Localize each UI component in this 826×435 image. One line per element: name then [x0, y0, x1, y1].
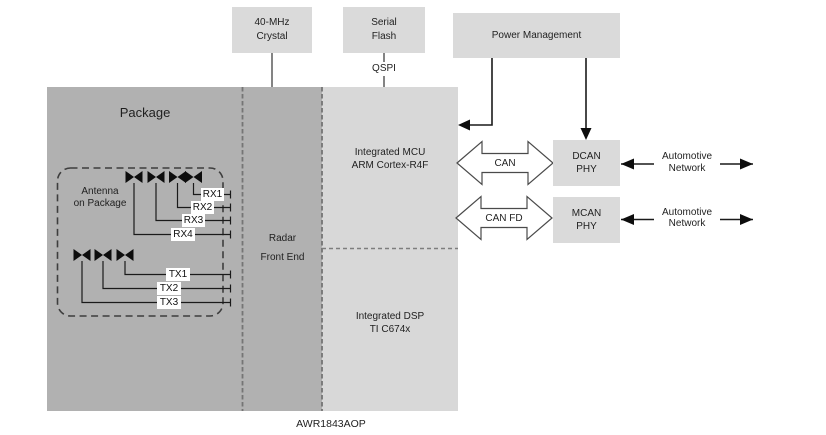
automotive-network-label-top: Automotive Network — [654, 151, 720, 174]
mcu-dsp-region — [322, 87, 458, 411]
automotive-network-label-bottom: Automotive Network — [654, 206, 720, 230]
power-management-label: Power Management — [491, 29, 582, 41]
mcan-phy-label-line1: MCAN — [571, 207, 602, 219]
dcan-phy-box: DCAN PHY — [553, 140, 620, 186]
package-label: Package — [119, 105, 171, 120]
crystal-label-line1: 40-MHz — [254, 17, 290, 28]
rx3-port-tag: RX3 — [182, 214, 205, 227]
rx1-port-tag: RX1 — [201, 188, 224, 201]
power-management-box: Power Management — [453, 13, 620, 58]
mcan-phy-label-line2: PHY — [576, 221, 597, 232]
tx1-port-tag: TX1 — [166, 268, 190, 281]
can-fd-bus-label: CAN FD — [485, 212, 523, 224]
tx2-port-tag: TX2 — [157, 282, 181, 295]
network-bottom-line1: Automotive — [661, 206, 713, 218]
mcu-label-line2: ARM Cortex-R4F — [351, 160, 429, 171]
network-top-line1: Automotive — [661, 151, 713, 162]
antenna-label-line1: Antenna — [81, 186, 119, 197]
mcu-label-line1: Integrated MCU — [354, 147, 426, 158]
mcan-phy-box: MCAN PHY — [553, 197, 620, 243]
radar-front-end-label: Radar Front End — [243, 229, 322, 267]
radar-front-end-line1: Radar — [268, 233, 297, 244]
serial-flash-box: Serial Flash — [343, 7, 425, 53]
integrated-mcu-label: Integrated MCU ARM Cortex-R4F — [322, 146, 458, 172]
dcan-phy-label-line2: PHY — [576, 164, 597, 175]
dcan-phy-label-line1: DCAN — [572, 150, 601, 162]
crystal-box: 40-MHz Crystal — [232, 7, 312, 53]
crystal-label-line2: Crystal — [256, 31, 288, 42]
antenna-on-package-label: Antenna on Package — [58, 186, 142, 210]
network-top-line2: Network — [668, 162, 706, 174]
dsp-label-line1: Integrated DSP — [355, 311, 425, 322]
tx3-port-tag: TX3 — [157, 296, 181, 309]
qspi-label: QSPI — [362, 62, 406, 76]
power-to-mcu-arrow — [458, 58, 493, 131]
serial-flash-label-line2: Flash — [371, 31, 397, 42]
integrated-dsp-label: Integrated DSP TI C674x — [322, 310, 458, 336]
power-to-dcan-arrow — [580, 58, 592, 140]
chip-caption: AWR1843AOP — [296, 418, 366, 430]
rx2-port-tag: RX2 — [191, 201, 214, 214]
can-bus-label: CAN — [494, 157, 516, 169]
radar-front-end-line2: Front End — [260, 252, 305, 263]
dsp-label-line2: TI C674x — [369, 324, 411, 335]
rx4-port-tag: RX4 — [171, 228, 195, 241]
serial-flash-label-line1: Serial — [371, 17, 397, 28]
network-bottom-line2: Network — [668, 218, 706, 229]
antenna-label-line2: on Package — [73, 198, 127, 209]
